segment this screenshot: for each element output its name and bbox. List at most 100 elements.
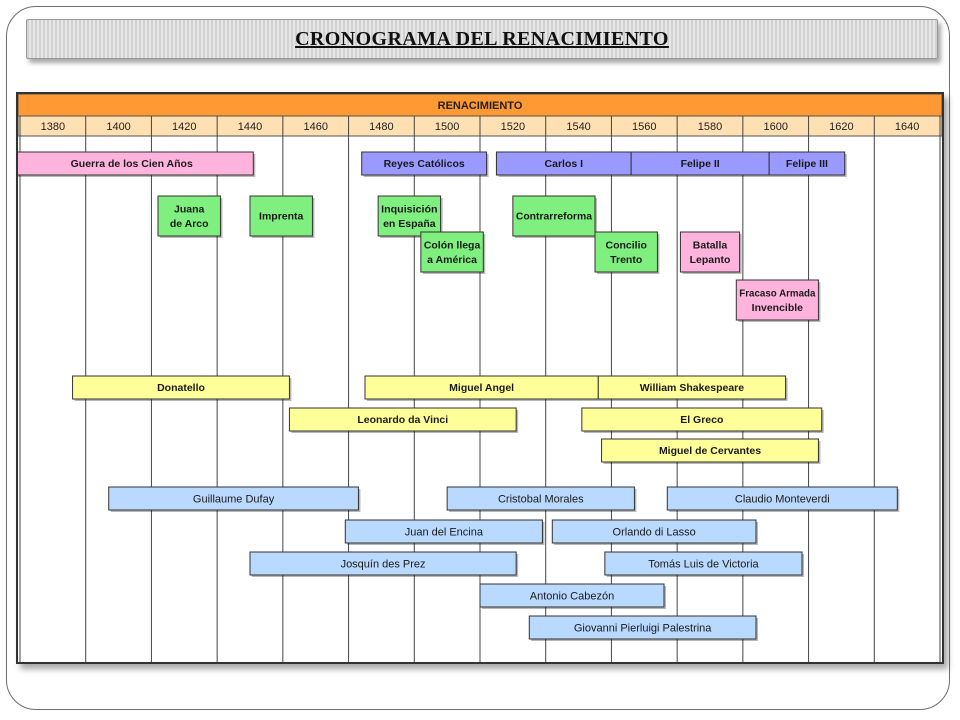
timeline-event: Claudio Monteverdi xyxy=(666,486,900,512)
chart-title: RENACIMIENTO xyxy=(438,100,523,112)
event-bar xyxy=(377,195,442,237)
event-label: Lepanto xyxy=(690,254,731,266)
timeline-event: Colón llega a América xyxy=(420,231,486,274)
event-bar xyxy=(551,519,757,544)
timeline-event: Inquisición en España xyxy=(377,195,443,238)
year-tick-label: 1480 xyxy=(369,121,393,133)
event-label: Carlos I xyxy=(545,158,584,170)
timeline-event: Felipe II xyxy=(630,151,772,177)
timeline-event: Josquín des Prez xyxy=(249,551,519,577)
timeline-event: Juana de Arco xyxy=(157,195,223,238)
event-bar xyxy=(604,551,803,576)
event-label: en España xyxy=(383,218,436,230)
event-label: Cristobal Morales xyxy=(498,493,584,505)
event-bar xyxy=(420,231,484,273)
event-label: Invencible xyxy=(752,302,804,314)
event-label: Trento xyxy=(610,254,642,266)
event-bar xyxy=(597,375,787,400)
event-bar xyxy=(735,279,819,321)
event-label: Orlando di Lasso xyxy=(613,526,696,538)
event-bar xyxy=(72,375,290,400)
year-tick-label: 1560 xyxy=(632,121,656,133)
year-tick-label: 1640 xyxy=(895,121,919,133)
timeline-event: Cristobal Morales xyxy=(446,486,637,512)
year-tick-label: 1500 xyxy=(435,121,459,133)
event-bar xyxy=(344,519,543,544)
event-bar xyxy=(288,407,517,432)
timeline-event: Miguel de Cervantes xyxy=(601,438,821,464)
event-label: Miguel Angel xyxy=(449,382,514,394)
event-label: Felipe II xyxy=(681,158,720,170)
timeline-event: Reyes Católicos xyxy=(361,151,489,177)
event-label: Reyes Católicos xyxy=(384,158,465,170)
event-label: de Arco xyxy=(170,218,209,230)
event-label: Guerra de los Cien Años xyxy=(71,158,193,170)
timeline-event: El Greco xyxy=(581,407,824,433)
timeline-event: Orlando di Lasso xyxy=(551,519,758,545)
event-label: Concilio xyxy=(606,239,647,251)
timeline-chart: RENACIMIENTO 1380 1400 1420 1440 1460 1480 1500… xyxy=(9,92,944,664)
event-label: Leonardo da Vinci xyxy=(357,414,448,426)
event-label: Donatello xyxy=(157,382,205,394)
timeline-event: Guillaume Dufay xyxy=(108,486,361,512)
event-bar xyxy=(249,551,517,576)
event-bar xyxy=(768,151,846,176)
event-bar xyxy=(446,486,635,511)
event-bar xyxy=(108,486,359,511)
event-bar xyxy=(594,231,658,273)
timeline-event: Juan del Encina xyxy=(344,519,545,545)
event-label: Miguel de Cervantes xyxy=(659,445,761,457)
timeline-event: Donatello xyxy=(72,375,292,401)
event-bar xyxy=(679,231,741,273)
year-tick-label: 1600 xyxy=(763,121,787,133)
timeline-svg: RENACIMIENTO 1380 1400 1420 1440 1460 1480 1500… xyxy=(9,93,943,662)
year-tick-label: 1460 xyxy=(303,121,327,133)
event-label: Josquín des Prez xyxy=(341,558,426,570)
timeline-event: Leonardo da Vinci xyxy=(288,407,519,433)
timeline-event: Carlos I xyxy=(495,151,634,177)
event-label: Juan del Encina xyxy=(405,526,484,538)
event-label: a América xyxy=(427,254,477,266)
year-tick-label: 1620 xyxy=(829,121,853,133)
timeline-event: Miguel Angel xyxy=(364,375,601,401)
year-tick-label: 1540 xyxy=(566,121,590,133)
event-label: Inquisición xyxy=(381,203,437,215)
timeline-event: Contrarreforma xyxy=(512,195,597,238)
event-bar xyxy=(601,438,819,463)
timeline-event: Giovanni Pierluigi Palestrina xyxy=(528,615,758,641)
timeline-event: Tomás Luis de Victoria xyxy=(604,551,804,577)
event-label: Contrarreforma xyxy=(516,211,592,223)
event-label: El Greco xyxy=(680,414,723,426)
event-bar xyxy=(479,583,665,608)
year-tick-label: 1420 xyxy=(172,121,196,133)
year-tick-label: 1580 xyxy=(698,121,722,133)
event-label: Giovanni Pierluigi Palestrina xyxy=(574,622,712,634)
event-bar xyxy=(249,195,313,237)
event-bar xyxy=(512,195,596,237)
page-title: CRONOGRAMA DEL RENACIMIENTO xyxy=(295,27,669,50)
event-label: Felipe III xyxy=(786,158,828,170)
event-label: Fracaso Armada xyxy=(739,287,815,299)
year-tick-label: 1440 xyxy=(238,121,262,133)
year-tick-label: 1400 xyxy=(106,121,130,133)
timeline-event: Imprenta xyxy=(249,195,315,238)
timeline-event: Felipe III xyxy=(768,151,847,177)
timeline-event: William Shakespeare xyxy=(597,375,788,401)
year-tick-label: 1380 xyxy=(41,121,65,133)
event-label: Batalla xyxy=(693,239,728,251)
event-bar xyxy=(157,195,221,237)
event-label: Colón llega xyxy=(424,239,481,251)
event-label: Claudio Monteverdi xyxy=(735,493,830,505)
event-label: Guillaume Dufay xyxy=(193,493,275,505)
event-bar xyxy=(528,615,757,640)
event-label: Juana xyxy=(174,203,205,215)
year-tick-label: 1520 xyxy=(501,121,525,133)
event-bar xyxy=(581,407,823,432)
timeline-event: Antonio Cabezón xyxy=(479,583,666,609)
event-label: Antonio Cabezón xyxy=(530,590,614,602)
title-bar: CRONOGRAMA DEL RENACIMIENTO xyxy=(26,19,938,59)
timeline-event: Guerra de los Cien Años xyxy=(9,151,256,177)
